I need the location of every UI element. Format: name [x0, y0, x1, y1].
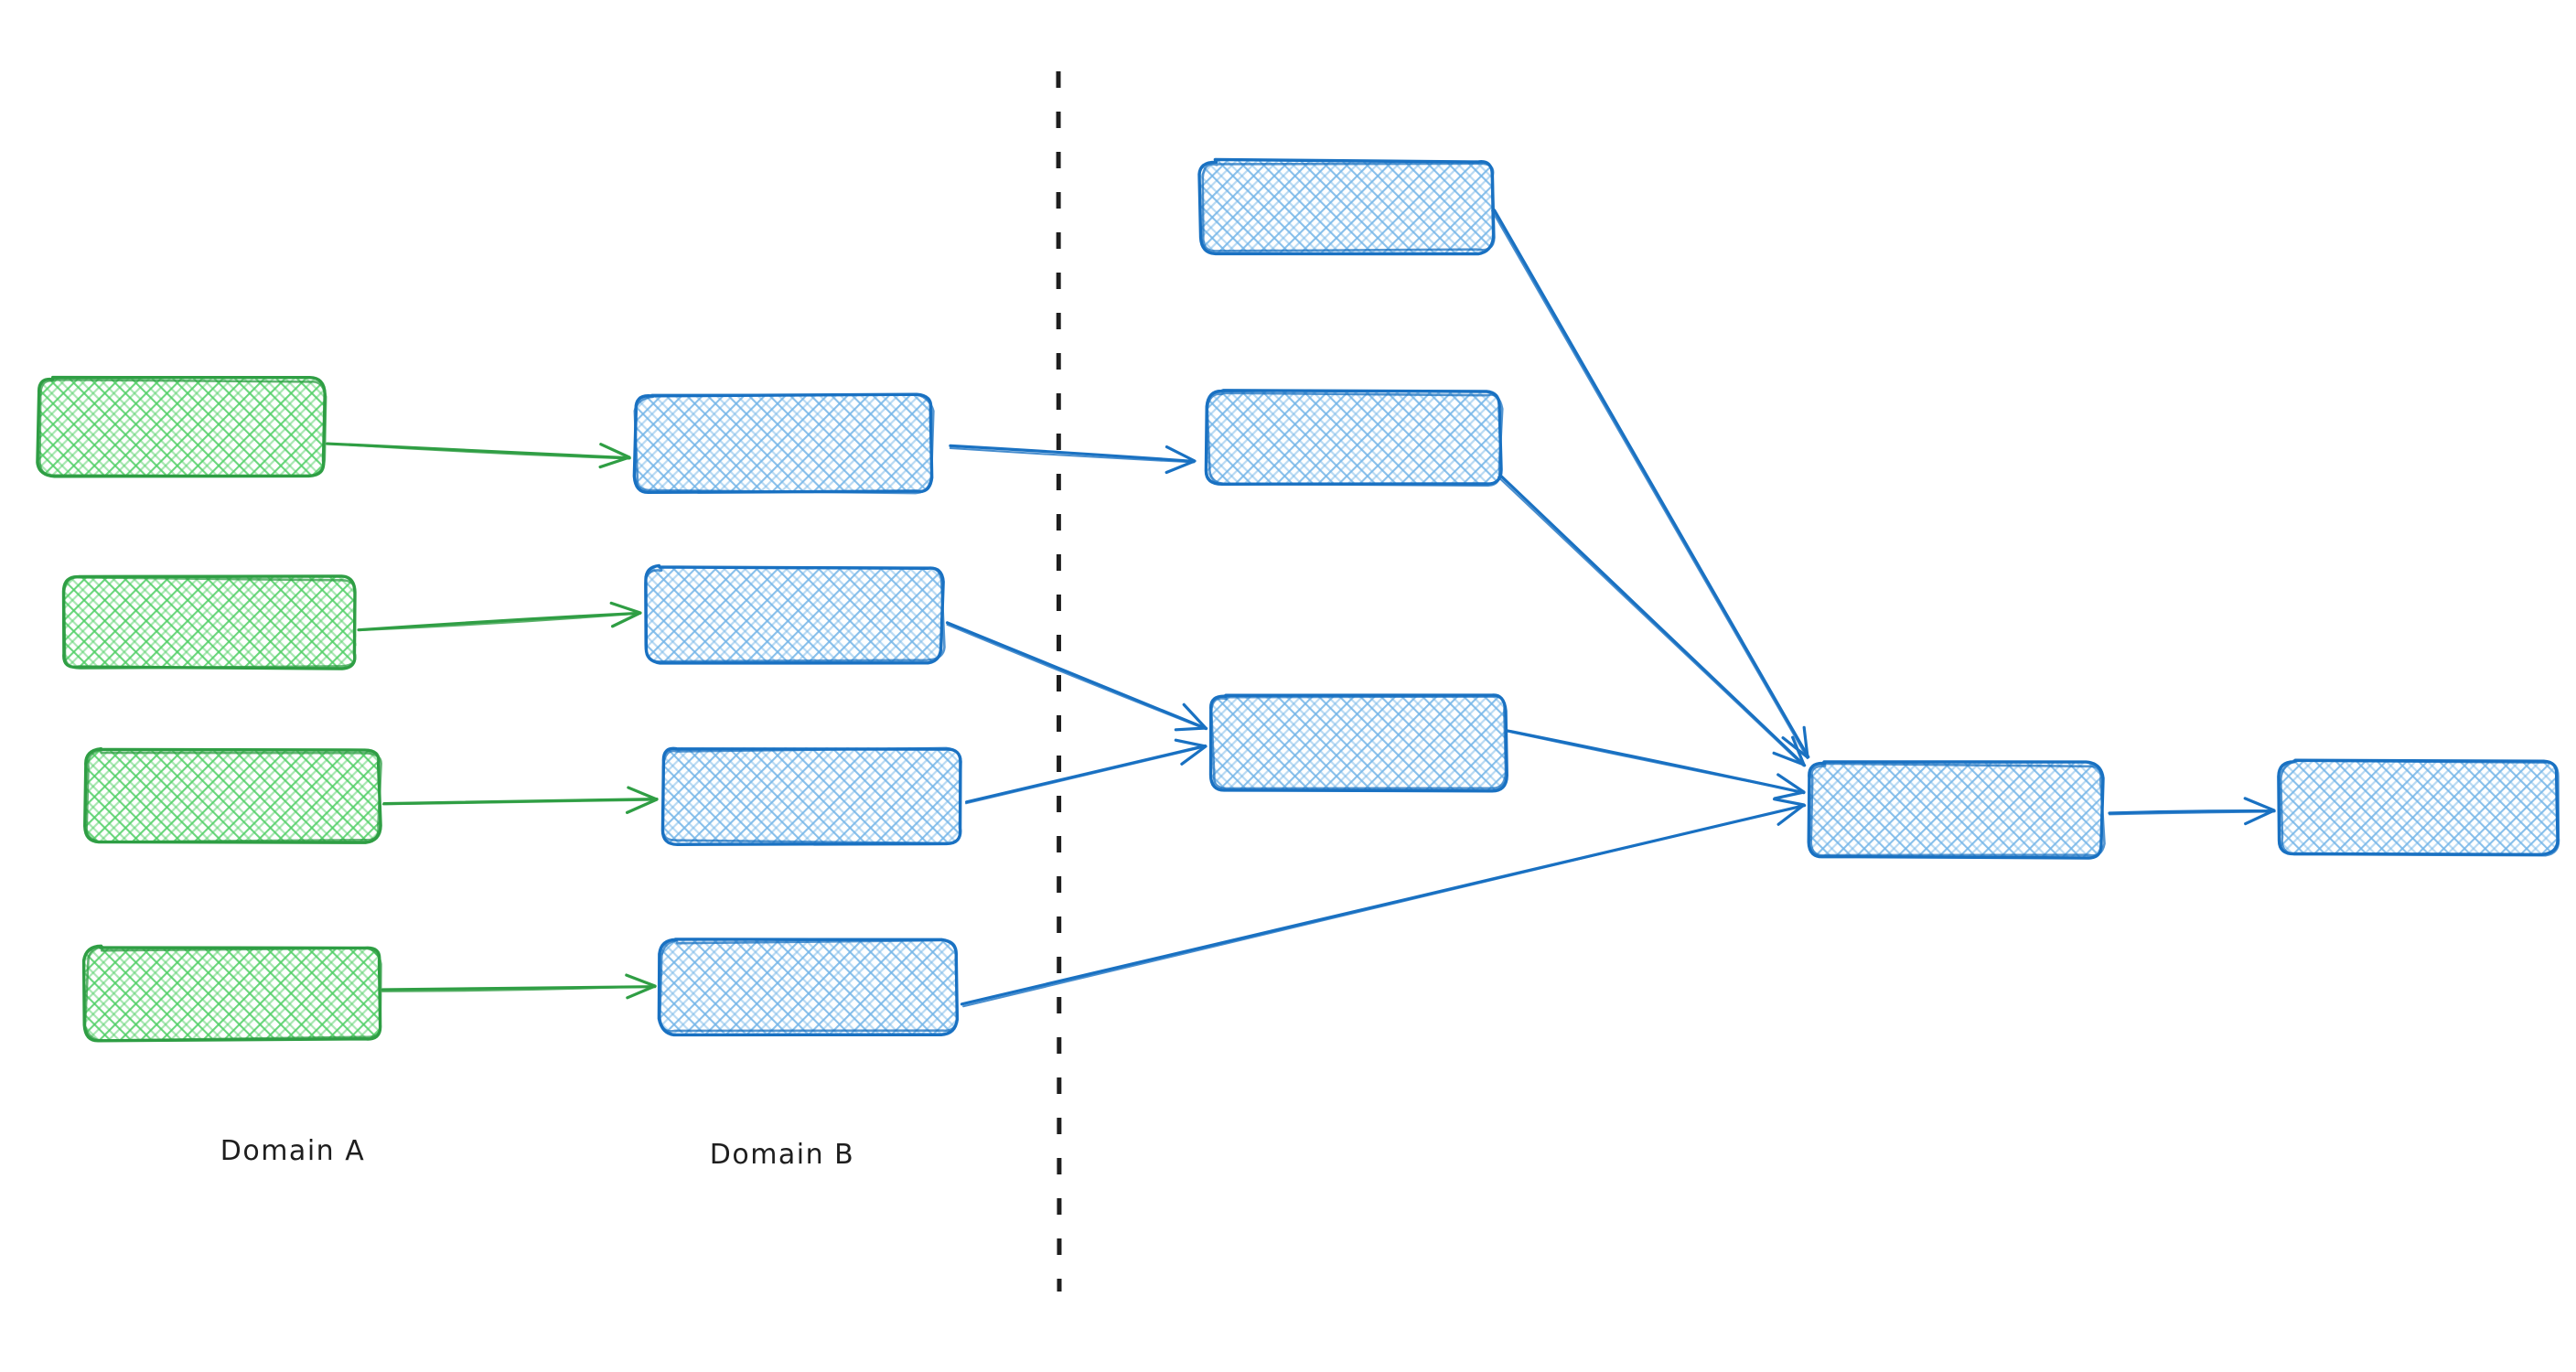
- edge-b4-d1: [960, 798, 1807, 1008]
- edge-c2-d1: [1497, 474, 1807, 767]
- domain-divider-line: [1056, 70, 1062, 1292]
- edge-b1-c2: [949, 444, 1197, 475]
- domain-label-layer: Domain A Domain B: [220, 1135, 855, 1171]
- node-box-b3[interactable]: [660, 746, 962, 846]
- node-layer: [36, 157, 2560, 1043]
- node-box-b4[interactable]: [657, 938, 960, 1037]
- edge-c3-d1: [1505, 729, 1806, 800]
- edge-a2-b2: [357, 601, 642, 632]
- domain-separator: [1056, 70, 1062, 1292]
- edge-c1-d1: [1491, 209, 1810, 760]
- node-box-c1[interactable]: [1197, 157, 1496, 256]
- node-box-b1[interactable]: [632, 392, 935, 495]
- node-box-b2[interactable]: [644, 563, 946, 665]
- edge-b3-c3: [965, 738, 1208, 805]
- node-box-a2[interactable]: [61, 574, 357, 670]
- label-domain-a: Domain A: [220, 1135, 365, 1167]
- edge-layer: [326, 209, 2276, 1008]
- node-box-c2[interactable]: [1204, 389, 1504, 488]
- node-box-a4[interactable]: [81, 944, 382, 1043]
- edge-a3-b3: [381, 786, 659, 814]
- edge-b2-c3: [945, 621, 1208, 732]
- edge-a4-b4: [381, 973, 657, 1000]
- node-box-a1[interactable]: [36, 375, 327, 478]
- edge-d1-e1: [2108, 797, 2276, 826]
- node-box-a3[interactable]: [83, 746, 382, 844]
- node-box-d1[interactable]: [1807, 760, 2106, 860]
- label-domain-b: Domain B: [710, 1139, 855, 1171]
- node-box-e1[interactable]: [2277, 758, 2560, 857]
- node-box-c3[interactable]: [1208, 693, 1508, 793]
- edge-a1-b1: [326, 442, 631, 469]
